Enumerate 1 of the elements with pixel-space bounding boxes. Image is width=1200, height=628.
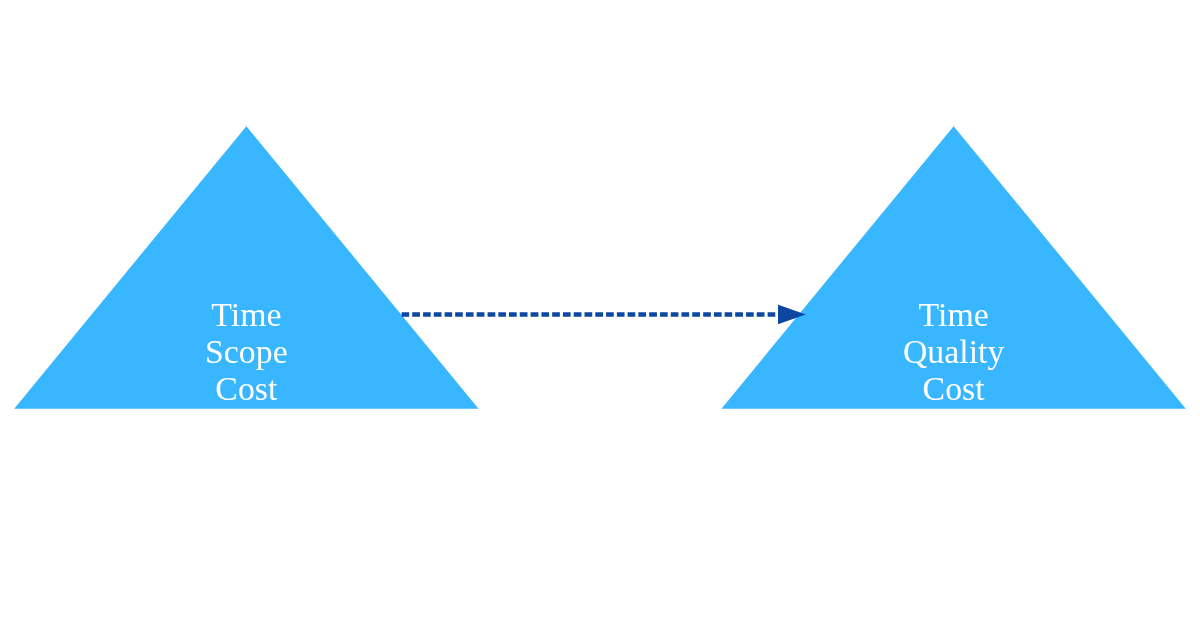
arrow	[401, 304, 806, 324]
